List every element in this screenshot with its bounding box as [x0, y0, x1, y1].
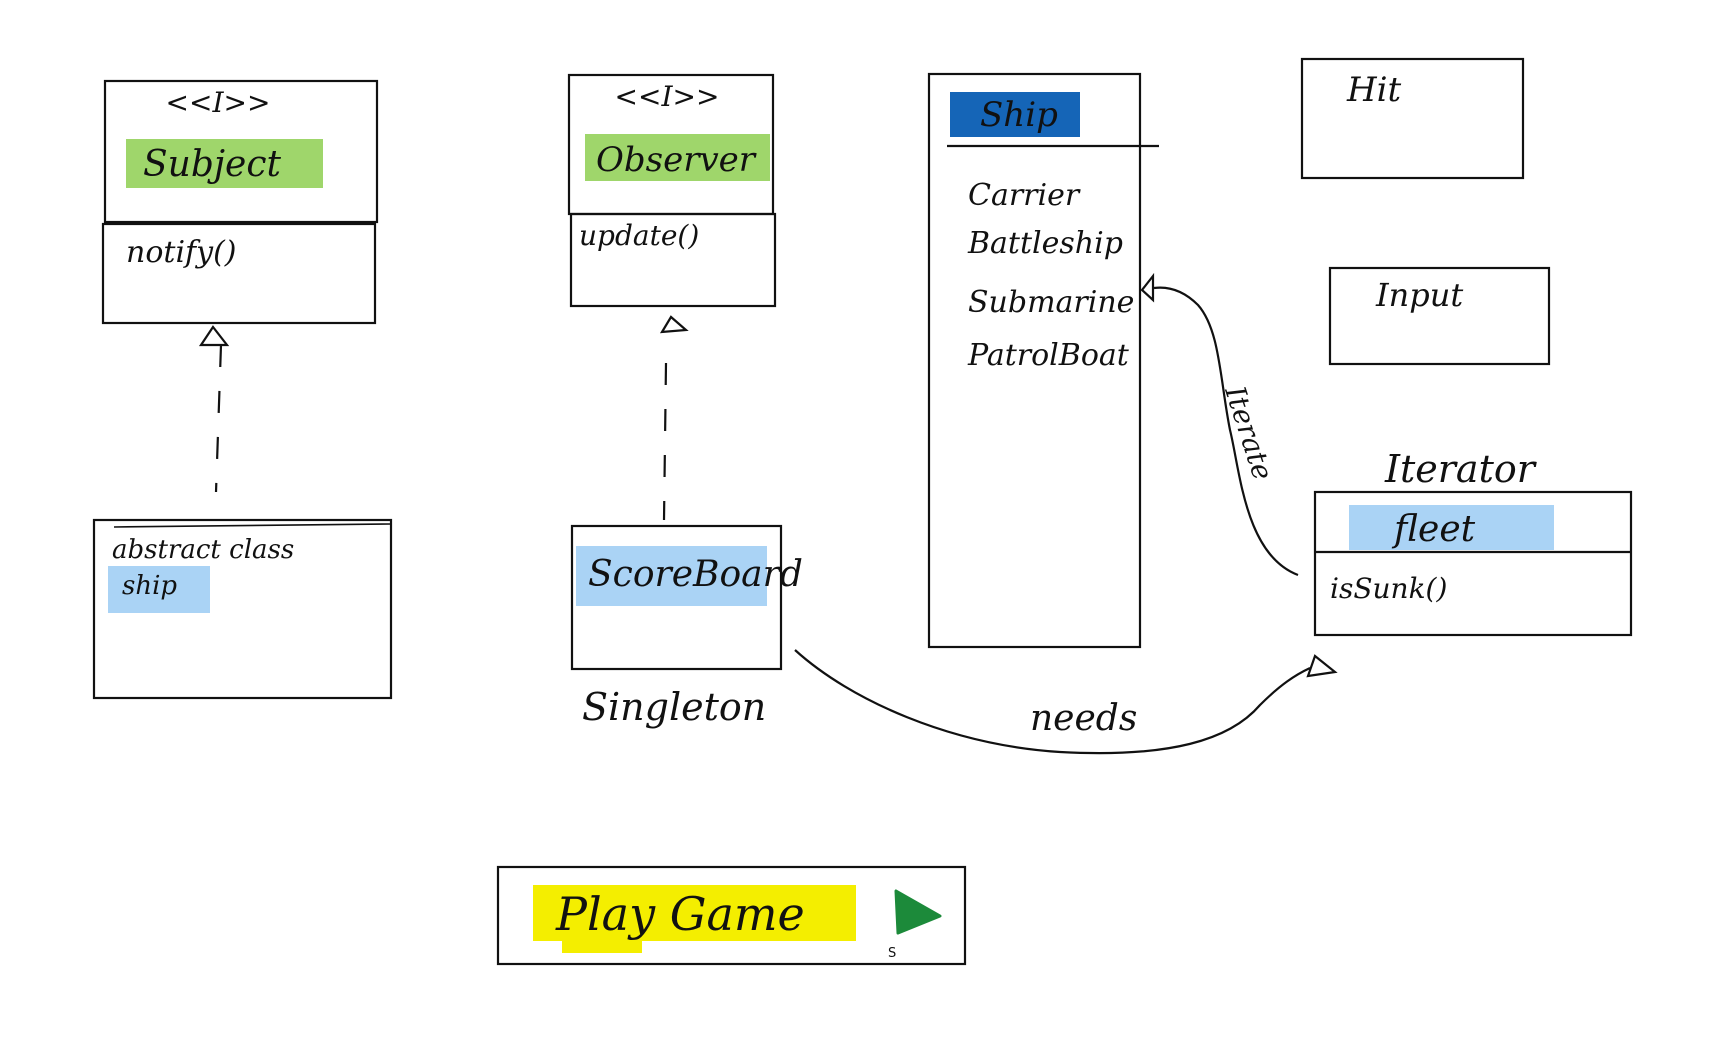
observer-name: Observer	[596, 140, 757, 180]
fleet-box	[1313, 490, 1633, 637]
abstract-ship-class[interactable]: abstract class ship	[92, 518, 393, 700]
abstract-ship-box	[92, 518, 393, 700]
realization-scoreboard-to-observer	[659, 315, 689, 521]
subject-method-box	[101, 222, 377, 325]
input-class[interactable]: Input	[1328, 266, 1551, 366]
ship-enum-box	[927, 72, 1142, 649]
realization-arrowhead	[198, 325, 230, 347]
ship-value-submarine: Submarine	[968, 285, 1134, 320]
fleet-iterator-class[interactable]: Iterator fleet isSunk()	[1313, 447, 1633, 637]
play-game-highlight	[533, 885, 856, 941]
observer-interface[interactable]: <<I>> Observer update()	[567, 73, 777, 308]
realization-ship-to-subject	[198, 325, 230, 493]
realization-dash-line	[214, 344, 223, 493]
needs-curve	[794, 649, 1311, 755]
observer-stereotype: <<I>>	[615, 80, 720, 113]
iterator-label: Iterator	[1384, 447, 1538, 491]
hit-box	[1300, 57, 1525, 180]
play-shortcut-label: S	[888, 946, 896, 961]
needs-label: needs	[1030, 698, 1137, 739]
play-icon[interactable]	[894, 889, 942, 935]
ship-enum-highlight	[950, 92, 1080, 137]
play-game-highlight-tail	[562, 935, 642, 953]
fleet-method: isSunk()	[1330, 572, 1447, 605]
ship-enum-name: Ship	[980, 95, 1058, 135]
scoreboard-box	[570, 524, 783, 671]
subject-interface[interactable]: <<I>> Subject notify()	[101, 79, 379, 325]
play-game-label: Play Game	[555, 887, 805, 941]
abstract-ship-name: ship	[122, 571, 177, 601]
hit-class[interactable]: Hit	[1300, 57, 1525, 180]
fleet-name: fleet	[1391, 509, 1476, 550]
scoreboard-highlight	[576, 546, 767, 606]
needs-arrowhead	[1306, 654, 1338, 678]
observer-method: update()	[579, 219, 699, 252]
subject-highlight	[126, 139, 323, 188]
scoreboard-class[interactable]: ScoreBoard Singleton	[570, 524, 803, 729]
scoreboard-name: ScoreBoard	[588, 554, 803, 595]
needs-relation: needs	[794, 649, 1338, 755]
iterate-relation: Iterate	[1140, 272, 1299, 577]
iterate-label: Iterate	[1218, 381, 1280, 484]
iterate-curve	[1153, 286, 1299, 577]
fleet-highlight	[1349, 505, 1554, 550]
subject-stereotype: <<I>>	[166, 86, 271, 119]
realization-dash-line-2	[662, 362, 668, 521]
subject-name: Subject	[143, 144, 282, 185]
subject-method: notify()	[126, 235, 237, 270]
subject-header-box	[103, 79, 379, 224]
abstract-ship-highlight	[108, 566, 210, 613]
abstract-keyword: abstract class	[112, 535, 294, 565]
singleton-label: Singleton	[582, 685, 766, 729]
ship-value-patrolboat: PatrolBoat	[967, 338, 1130, 373]
play-game-button[interactable]: Play Game S	[496, 865, 967, 966]
input-name: Input	[1375, 276, 1463, 314]
input-box	[1328, 266, 1551, 366]
realization-arrowhead-2	[659, 315, 689, 334]
ship-value-battleship: Battleship	[967, 226, 1123, 261]
hit-name: Hit	[1346, 70, 1402, 110]
abstract-ship-top-stroke	[113, 523, 392, 528]
iterate-arrowhead	[1140, 272, 1155, 303]
ship-enum[interactable]: Ship Carrier Battleship Submarine Patrol…	[927, 72, 1159, 649]
observer-highlight	[585, 134, 770, 181]
ship-value-carrier: Carrier	[968, 178, 1081, 213]
observer-method-box	[569, 212, 777, 308]
